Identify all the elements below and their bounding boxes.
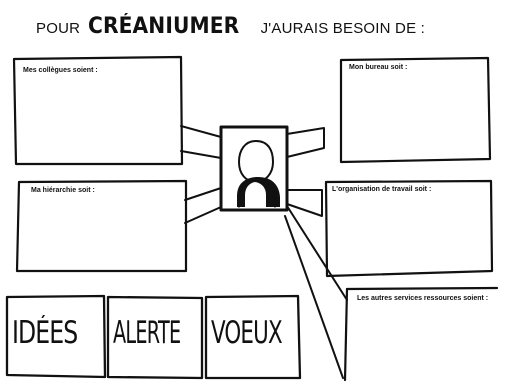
collegues-label: Mes collègues soient : [23,67,98,74]
connector-hierarchie [184,187,222,224]
connector-collegues [180,125,222,159]
worksheet-title: POUR CRÉANIUMER J'AURAIS BESOIN DE : [36,14,425,39]
organisation-box [324,179,494,278]
title-prefix: POUR [36,20,81,37]
idees-word: IDÉES [12,315,78,351]
title-brand: CRÉANIUMER [88,14,240,39]
idees-frame [5,294,107,379]
services-label: Les autres services ressources soient : [357,295,489,302]
organisation-label: L'organisation de travail soit : [332,186,432,193]
person-silhouette-icon [237,140,280,208]
voeux-frame [204,294,302,380]
center-portrait-frame [219,125,289,212]
alerte-frame [106,295,204,380]
collegues-box [12,55,184,166]
bureau-label: Mon bureau soit : [349,64,408,71]
hierarchie-box [15,179,188,273]
connector-organisation [286,189,323,217]
connector-bureau [286,127,325,158]
services-box-left [343,287,349,382]
connector-services [284,205,348,379]
alerte-word: ALERTE [113,315,181,351]
hierarchie-label: Ma hiérarchie soit : [31,187,95,194]
title-suffix: J'AURAIS BESOIN DE : [260,20,426,37]
voeux-word: VOEUX [211,315,283,351]
services-box-top [345,286,499,291]
bureau-box [339,56,492,164]
